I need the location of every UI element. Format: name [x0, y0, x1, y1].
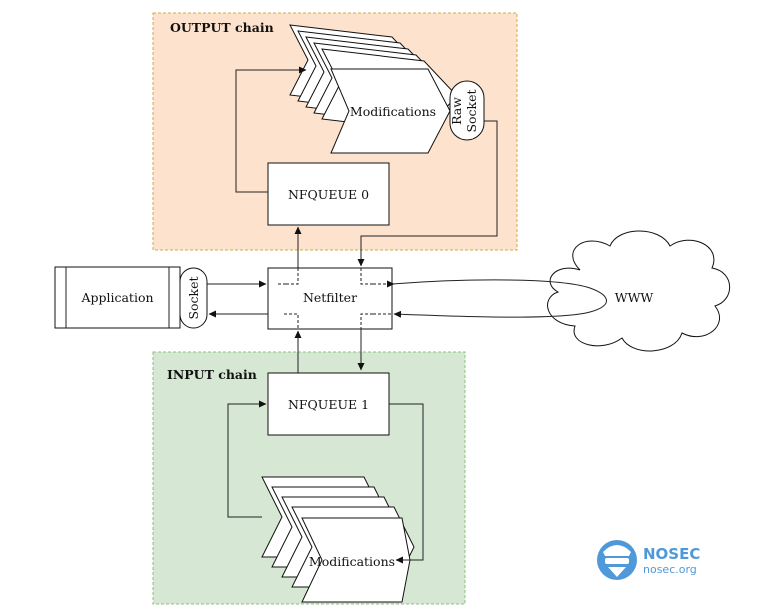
application-box: Application — [54, 266, 181, 329]
nfqueue-1-label: NFQUEUE 1 — [288, 397, 369, 412]
socket: Socket — [179, 267, 208, 329]
nfqueue1-to-modifications-arrow — [389, 403, 424, 564]
application-label: Application — [80, 290, 153, 305]
www-cloud: WWW — [547, 230, 731, 352]
rawsocket-to-netfilter-arrow — [357, 120, 498, 267]
nfqueue0-to-modifications-arrow — [235, 66, 307, 193]
nosec-brand: NOSEC — [643, 545, 700, 563]
netfilter-route-in-top — [360, 268, 373, 285]
netfilter-label: Netfilter — [303, 290, 357, 305]
raw-socket-line1: Raw — [449, 97, 464, 125]
netfilter-box: Netfilter — [267, 267, 393, 330]
netfilter-route-out-top — [286, 268, 299, 285]
nfqueue-0-box: NFQUEUE 0 — [267, 162, 390, 226]
www-label: WWW — [615, 290, 654, 305]
nfqueue-0-label: NFQUEUE 0 — [288, 187, 369, 202]
nfqueue-1-box: NFQUEUE 1 — [267, 372, 390, 436]
modifications-to-nfqueue1-arrow — [227, 400, 267, 518]
raw-socket: Raw Socket — [449, 80, 485, 141]
nosec-watermark: NOSEC nosec.org — [597, 540, 700, 580]
nosec-domain: nosec.org — [643, 563, 697, 576]
input-chain-title: INPUT chain — [167, 367, 257, 382]
output-chain-title: OUTPUT chain — [170, 20, 274, 35]
socket-label: Socket — [186, 276, 201, 319]
modifications-stack-bottom: Modifications — [261, 476, 415, 603]
modifications-stack-top: Modifications — [289, 24, 458, 154]
modifications-top-label: Modifications — [350, 104, 436, 119]
netfilter-route-in-bottom — [360, 313, 373, 329]
modifications-bottom-label: Modifications — [309, 554, 395, 569]
netfilter-www-loop — [391, 279, 607, 318]
raw-socket-line2: Socket — [464, 89, 479, 132]
